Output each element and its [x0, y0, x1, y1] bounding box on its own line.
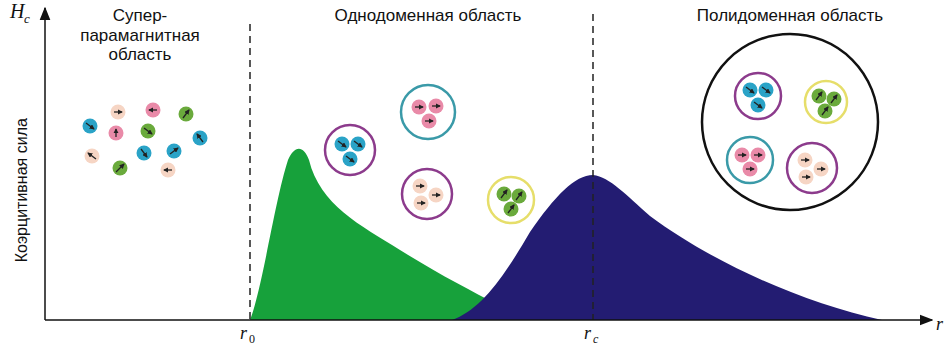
superparamagnetic-particles: [83, 103, 208, 178]
y-axis: [44, 8, 46, 320]
single-domain-particle: [488, 177, 534, 223]
axis-subscript: c: [24, 12, 30, 27]
boundary-line: [249, 24, 251, 320]
single-domain-particle: [401, 85, 455, 139]
single-domain-particle: [402, 169, 452, 219]
axis-symbol: r: [936, 314, 943, 335]
axis-title: Коэрцитивная сила: [13, 118, 31, 262]
tick-symbol: r: [240, 323, 247, 344]
tick-subscript: c: [593, 333, 598, 347]
boundary-line: [592, 14, 594, 320]
axis-symbol: H: [10, 0, 24, 23]
region-title: Супер- парамагнитная область: [78, 6, 202, 65]
multi-domain-particle: [702, 34, 878, 210]
tick-symbol: r: [584, 323, 591, 344]
x-axis: [45, 319, 932, 321]
region-title: Однодоменная область: [335, 6, 522, 26]
single-domain-particle: [325, 125, 375, 175]
single-domain-peak: [250, 149, 500, 320]
tick-subscript: 0: [249, 333, 255, 347]
region-title: Полидоменная область: [697, 6, 883, 26]
